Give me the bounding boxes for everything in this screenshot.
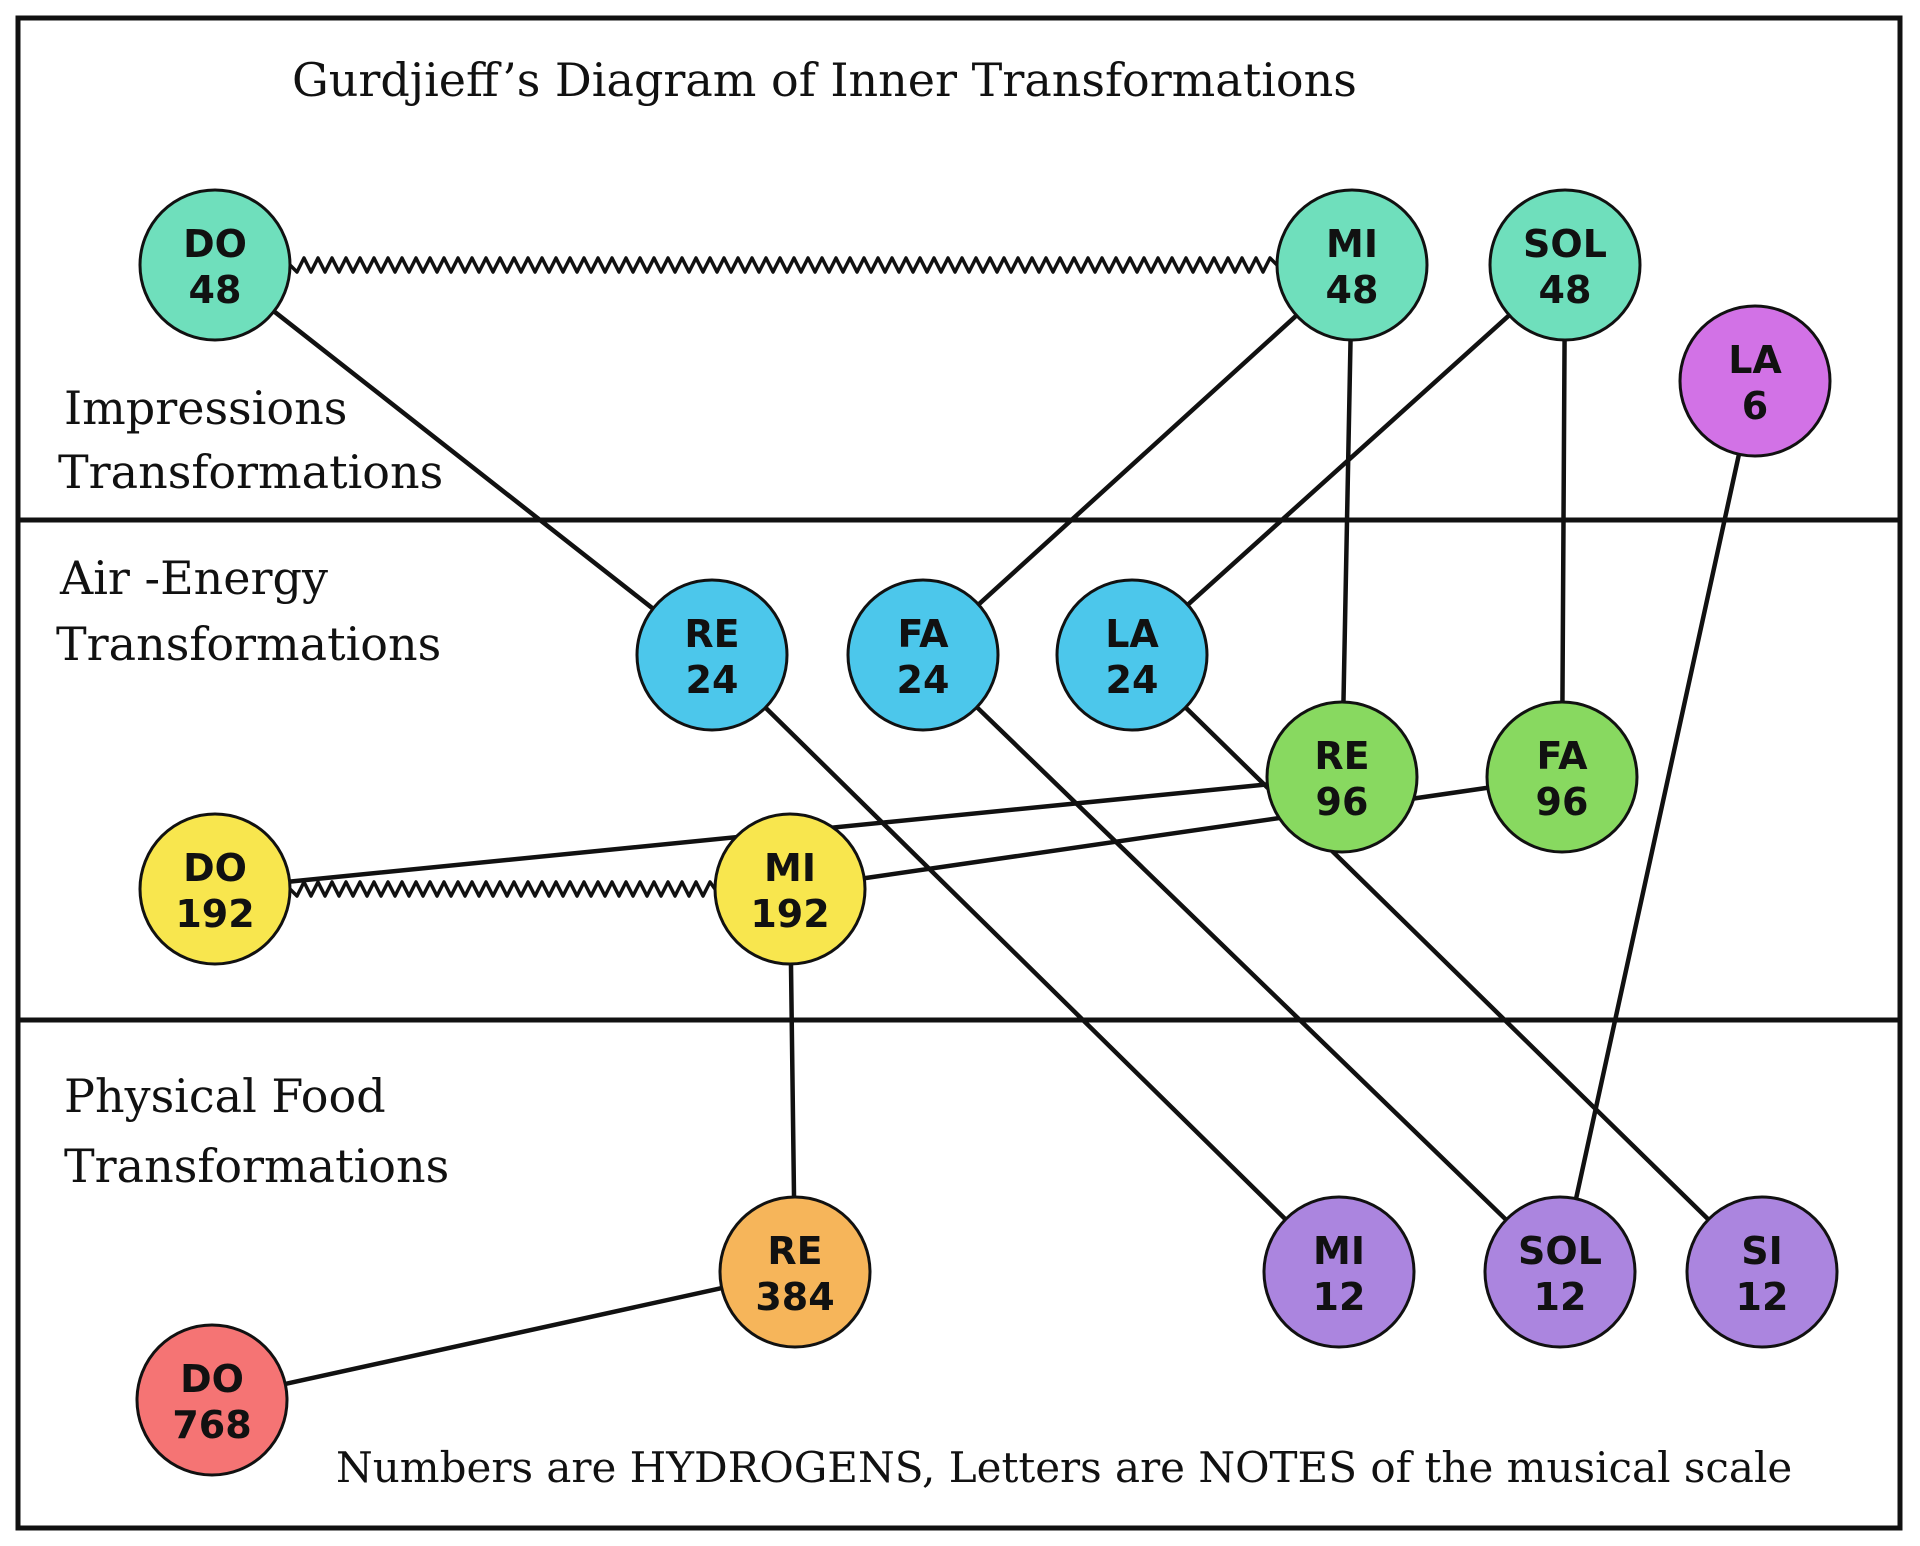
node-hydrogen-air-la24: 24 <box>1106 658 1159 702</box>
node-circle-food-do <box>135 1323 289 1477</box>
node-note-imp-do: DO <box>183 222 247 266</box>
link-imp-la-to-food-sol <box>1573 452 1742 1201</box>
node-circle-food-mi <box>1262 1195 1416 1349</box>
node-hydrogen-air-do: 192 <box>175 892 254 936</box>
node-hydrogen-air-re96: 96 <box>1316 780 1369 824</box>
node-note-air-mi: MI <box>764 846 816 890</box>
node-circle-food-sol <box>1483 1195 1637 1349</box>
air-label-line1: Air -Energy <box>59 551 328 605</box>
node-hydrogen-imp-do: 48 <box>189 268 242 312</box>
node-note-air-fa96: FA <box>1536 734 1588 778</box>
node-hydrogen-food-re: 384 <box>755 1275 834 1319</box>
impressions-label-line2: Transformations <box>58 445 443 499</box>
node-circle-air-mi <box>713 812 867 966</box>
node-circle-air-fa96 <box>1485 700 1639 854</box>
node-hydrogen-air-mi: 192 <box>750 892 829 936</box>
link-imp-do-to-air-re24 <box>271 309 656 611</box>
node-circle-food-si <box>1685 1195 1839 1349</box>
node-hydrogen-air-fa96: 96 <box>1536 780 1589 824</box>
node-note-air-re24: RE <box>684 612 739 656</box>
node-note-imp-sol: SOL <box>1523 222 1607 266</box>
node-note-food-mi: MI <box>1313 1229 1365 1273</box>
node-note-air-do: DO <box>183 846 247 890</box>
node-hydrogen-food-mi: 12 <box>1313 1275 1366 1319</box>
node-note-food-si: SI <box>1741 1229 1783 1273</box>
node-hydrogen-imp-sol: 48 <box>1539 268 1592 312</box>
link-imp-sol-to-air-la24 <box>1185 312 1512 608</box>
node-note-imp-la: LA <box>1728 338 1782 382</box>
node-circle-imp-la <box>1678 304 1832 458</box>
node-circle-air-re24 <box>635 578 789 732</box>
node-circle-air-la24 <box>1055 578 1209 732</box>
link-air-re24-to-food-mi <box>763 705 1288 1222</box>
node-hydrogen-air-fa24: 24 <box>897 658 950 702</box>
node-imp-la: LA6 <box>1678 304 1832 458</box>
link-imp-mi-to-air-re96 <box>1341 337 1353 705</box>
nodes-layer: DO48MI48SOL48LA6RE24FA24LA24RE96FA96DO19… <box>135 188 1839 1477</box>
link-food-re-to-food-do <box>283 1285 724 1387</box>
diagram-frame <box>15 15 1903 1531</box>
air-label-line2: Transformations <box>56 617 441 671</box>
node-note-imp-mi: MI <box>1326 222 1378 266</box>
node-hydrogen-food-sol: 12 <box>1534 1275 1587 1319</box>
node-hydrogen-air-re24: 24 <box>686 658 739 702</box>
link-air-fa24-to-food-sol <box>974 704 1509 1223</box>
node-circle-air-re96 <box>1265 700 1419 854</box>
diagram-title: Gurdjieff’s Diagram of Inner Transformat… <box>292 53 1357 107</box>
node-circle-imp-do <box>138 188 292 342</box>
food-label-line2: Transformations <box>64 1139 449 1193</box>
legend-footnote: Numbers are HYDROGENS, Letters are NOTES… <box>336 1443 1792 1492</box>
link-air-mi-to-food-re <box>788 961 797 1200</box>
node-note-food-do: DO <box>180 1357 244 1401</box>
node-hydrogen-food-si: 12 <box>1736 1275 1789 1319</box>
node-circle-air-do <box>138 812 292 966</box>
node-circle-imp-mi <box>1275 188 1429 342</box>
node-note-air-re96: RE <box>1314 734 1369 778</box>
node-hydrogen-imp-mi: 48 <box>1326 268 1379 312</box>
node-note-food-sol: SOL <box>1518 1229 1602 1273</box>
node-note-air-fa24: FA <box>897 612 949 656</box>
node-circle-food-re <box>718 1195 872 1349</box>
node-circle-imp-sol <box>1488 188 1642 342</box>
spring-link-air-do-to-air-mi <box>288 880 717 898</box>
food-label-line1: Physical Food <box>64 1069 386 1123</box>
node-hydrogen-imp-la: 6 <box>1742 384 1768 428</box>
node-circle-air-fa24 <box>846 578 1000 732</box>
link-imp-mi-to-air-fa24 <box>976 313 1299 607</box>
node-hydrogen-food-do: 768 <box>172 1403 251 1447</box>
spring-link-imp-do-to-imp-mi <box>288 256 1279 274</box>
link-imp-sol-to-air-fa96 <box>1560 337 1567 705</box>
impressions-label-line1: Impressions <box>64 381 347 435</box>
node-note-food-re: RE <box>767 1229 822 1273</box>
node-note-air-la24: LA <box>1105 612 1159 656</box>
